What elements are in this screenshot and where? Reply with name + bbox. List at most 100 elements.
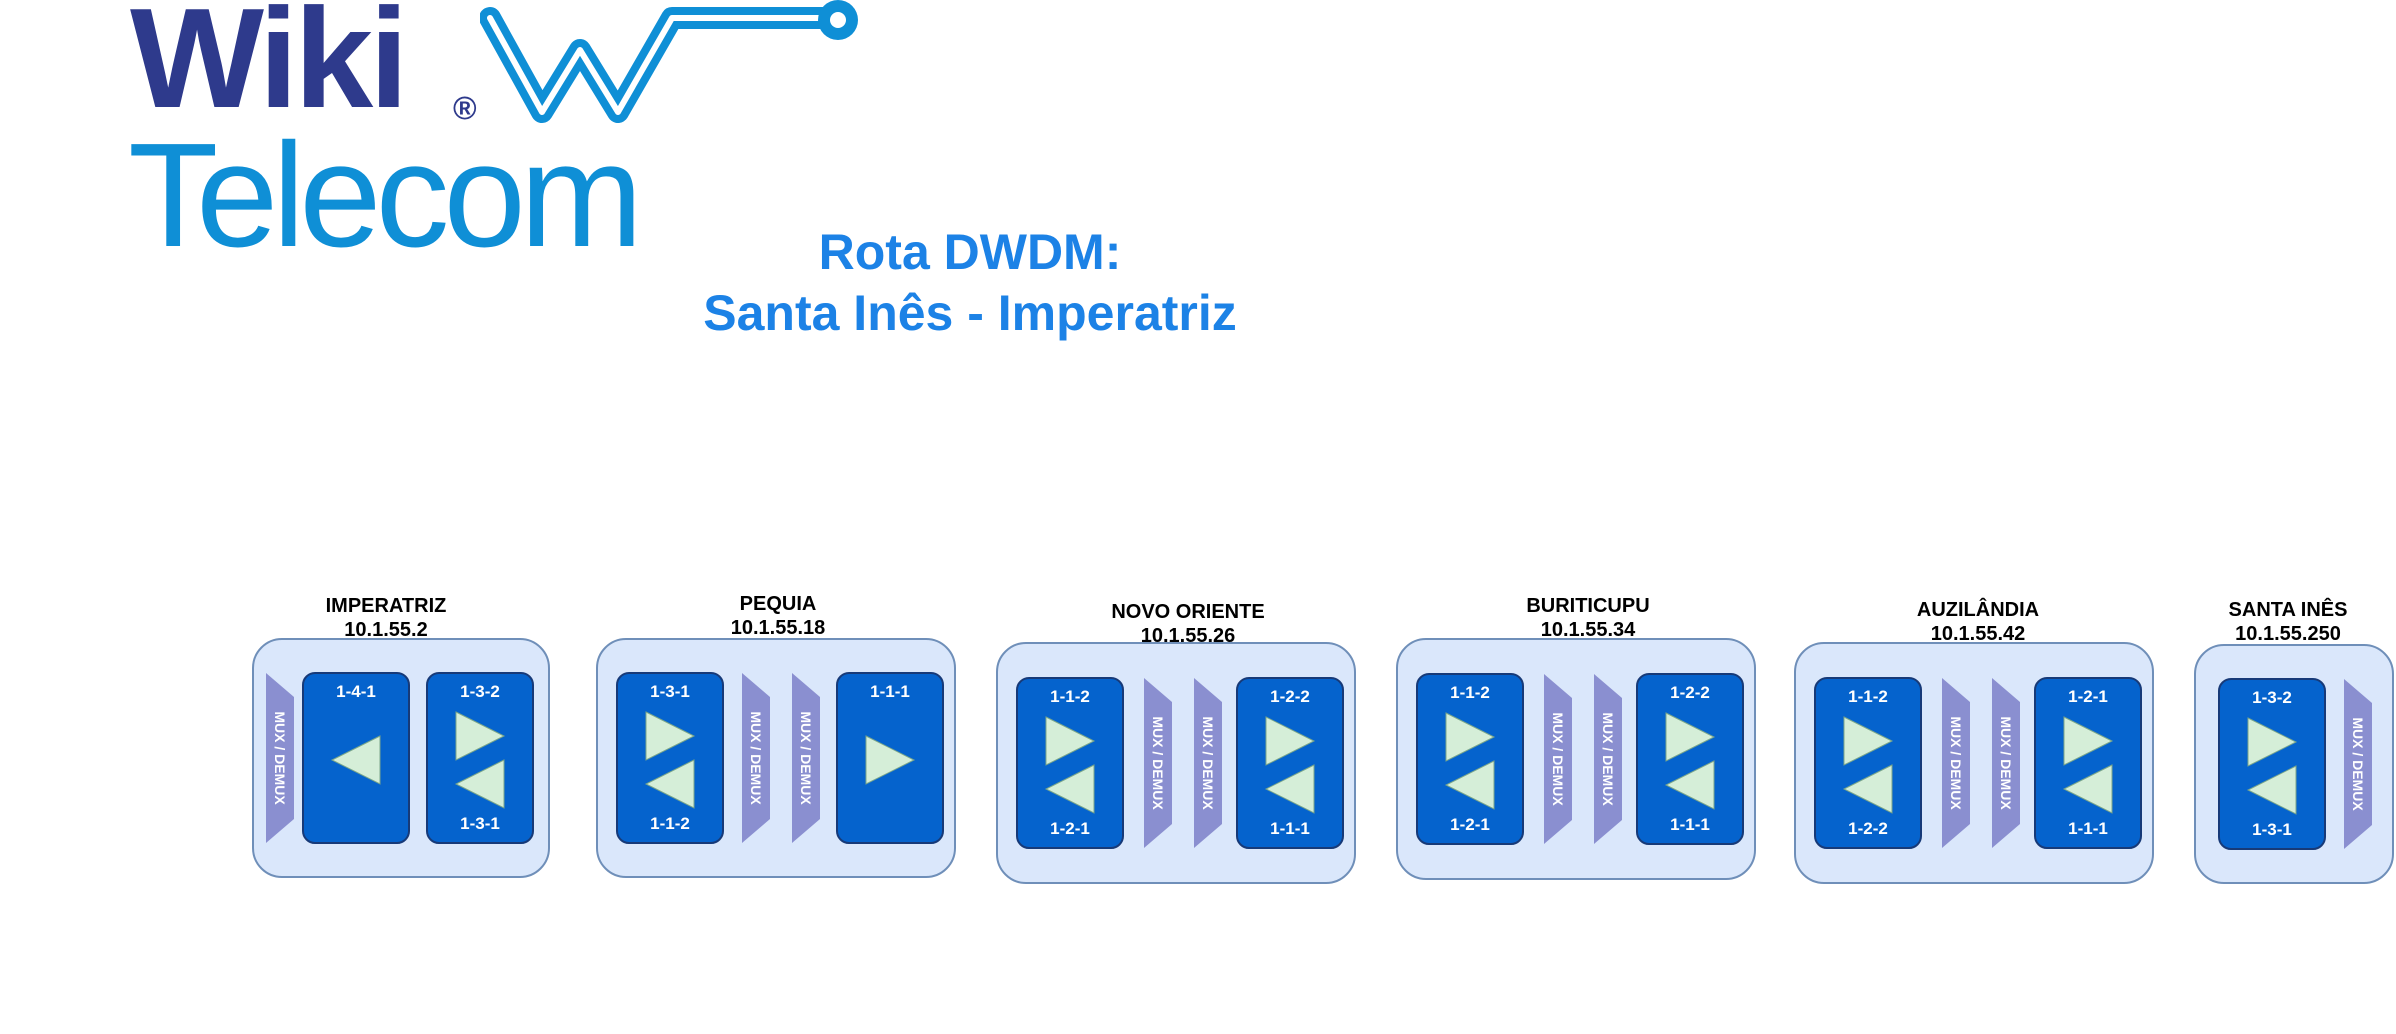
mux-demux-trapezoid bbox=[1144, 678, 1172, 848]
mux-demux-block[interactable]: MUX / DEMUX bbox=[1594, 674, 1622, 844]
amplifier-triangles bbox=[454, 711, 506, 809]
mux-demux-block[interactable]: MUX / DEMUX bbox=[1942, 678, 1970, 848]
amplifier-triangles bbox=[2246, 717, 2298, 815]
mux-demux-label: MUX / DEMUX bbox=[1150, 716, 1166, 810]
amplifier-right-triangle bbox=[2247, 717, 2298, 767]
mux-demux-block[interactable]: MUX / DEMUX bbox=[266, 673, 294, 843]
amplifier-left-triangle bbox=[1264, 764, 1315, 814]
mux-demux-trapezoid bbox=[266, 673, 294, 843]
card-port-label: 1-3-1 bbox=[2252, 820, 2292, 839]
amplifier-triangles bbox=[1044, 716, 1096, 814]
mux-demux-trapezoid bbox=[792, 673, 820, 843]
site-name: BURITICUPU bbox=[1526, 595, 1650, 617]
amplifier-triangles bbox=[330, 735, 381, 785]
amplifier-triangles bbox=[1842, 716, 1894, 814]
logo-registered-mark: ® bbox=[453, 90, 477, 126]
card-port-label: 1-3-1 bbox=[650, 682, 690, 701]
site-name: PEQUIA bbox=[739, 593, 817, 615]
mux-demux-block[interactable]: MUX / DEMUX bbox=[1144, 678, 1172, 848]
mux-demux-block[interactable]: MUX / DEMUX bbox=[1992, 678, 2020, 848]
amplifier-triangles bbox=[1444, 712, 1496, 810]
mux-demux-block[interactable]: MUX / DEMUX bbox=[792, 673, 820, 843]
diagram-title: Rota DWDM: Santa Inês - Imperatriz bbox=[660, 222, 1280, 344]
card-port-label: 1-1-1 bbox=[1670, 815, 1710, 834]
card-port-label: 1-1-1 bbox=[1270, 819, 1310, 838]
mux-demux-shape bbox=[1544, 674, 1572, 844]
card-port-label: 1-3-2 bbox=[460, 682, 500, 701]
card-port-label: 1-2-2 bbox=[1670, 683, 1710, 702]
amplifier-left-triangle bbox=[2062, 764, 2113, 814]
amplifier-triangles bbox=[644, 711, 696, 809]
amplifier-right-triangle bbox=[1445, 712, 1496, 762]
mux-demux-trapezoid bbox=[1942, 678, 1970, 848]
mux-demux-shape bbox=[1144, 678, 1172, 848]
amplifier-left-triangle bbox=[330, 735, 381, 785]
mux-demux-label: MUX / DEMUX bbox=[1948, 716, 1964, 810]
mux-demux-block[interactable]: MUX / DEMUX bbox=[1544, 674, 1572, 844]
card-port-label: 1-1-2 bbox=[1450, 683, 1490, 702]
amplifier-left-triangle bbox=[2246, 765, 2297, 815]
card-port-label: 1-1-1 bbox=[870, 682, 910, 701]
amplifier-left-triangle bbox=[454, 759, 505, 809]
mux-demux-block[interactable]: MUX / DEMUX bbox=[742, 673, 770, 843]
card-port-label: 1-1-2 bbox=[1050, 687, 1090, 706]
site-ip-address: 10.1.55.42 bbox=[1930, 623, 2026, 645]
mux-demux-shape bbox=[742, 673, 770, 843]
amplifier-triangles bbox=[1264, 716, 1316, 814]
logo-wiki-text: Wiki bbox=[130, 0, 409, 138]
mux-demux-label: MUX / DEMUX bbox=[798, 711, 814, 805]
amplifier-card[interactable]: 1-3-1 1-1-2 bbox=[616, 672, 724, 844]
amplifier-card[interactable]: 1-4-1 bbox=[302, 672, 410, 844]
mux-demux-trapezoid bbox=[2344, 679, 2372, 849]
site-box[interactable]: 1-3-1 1-1-2 MUX / DEMUX MUX / DEMUX 1-1-1 bbox=[596, 638, 956, 878]
site-ip-address: 10.1.55.34 bbox=[1540, 619, 1636, 641]
card-port-label: 1-4-1 bbox=[336, 682, 376, 701]
mux-demux-shape bbox=[792, 673, 820, 843]
amplifier-right-triangle bbox=[865, 735, 916, 785]
mux-demux-label: MUX / DEMUX bbox=[1600, 712, 1616, 806]
mux-demux-shape bbox=[266, 673, 294, 843]
amplifier-left-triangle bbox=[1664, 760, 1715, 810]
title-line-1: Rota DWDM: bbox=[818, 224, 1122, 280]
card-port-label: 1-2-2 bbox=[1848, 819, 1888, 838]
amplifier-right-triangle bbox=[1045, 716, 1096, 766]
mux-demux-block[interactable]: MUX / DEMUX bbox=[1194, 678, 1222, 848]
site-name: SANTA INÊS bbox=[2228, 599, 2348, 621]
mux-demux-block[interactable]: MUX / DEMUX bbox=[2344, 679, 2372, 849]
site-ip-address: 10.1.55.2 bbox=[344, 619, 428, 641]
mux-demux-trapezoid bbox=[1194, 678, 1222, 848]
amplifier-left-triangle bbox=[1444, 760, 1495, 810]
mux-demux-shape bbox=[1942, 678, 1970, 848]
logo-telecom-text: Telecom bbox=[128, 113, 643, 278]
amplifier-card[interactable]: 1-1-1 bbox=[836, 672, 944, 844]
card-port-label: 1-1-2 bbox=[650, 814, 690, 833]
mux-demux-label: MUX / DEMUX bbox=[1200, 716, 1216, 810]
card-port-label: 1-1-1 bbox=[2068, 819, 2108, 838]
amplifier-left-triangle bbox=[1842, 764, 1893, 814]
mux-demux-trapezoid bbox=[1544, 674, 1572, 844]
amplifier-card[interactable]: 1-2-2 1-1-1 bbox=[1636, 673, 1744, 845]
site-ip-address: 10.1.55.26 bbox=[1140, 625, 1236, 647]
amplifier-right-triangle bbox=[1843, 716, 1894, 766]
mux-demux-shape bbox=[1194, 678, 1222, 848]
amplifier-triangles bbox=[1664, 712, 1716, 810]
amplifier-left-triangle bbox=[1044, 764, 1095, 814]
title-line-2: Santa Inês - Imperatriz bbox=[703, 285, 1237, 341]
amplifier-right-triangle bbox=[1265, 716, 1316, 766]
mux-demux-trapezoid bbox=[1594, 674, 1622, 844]
